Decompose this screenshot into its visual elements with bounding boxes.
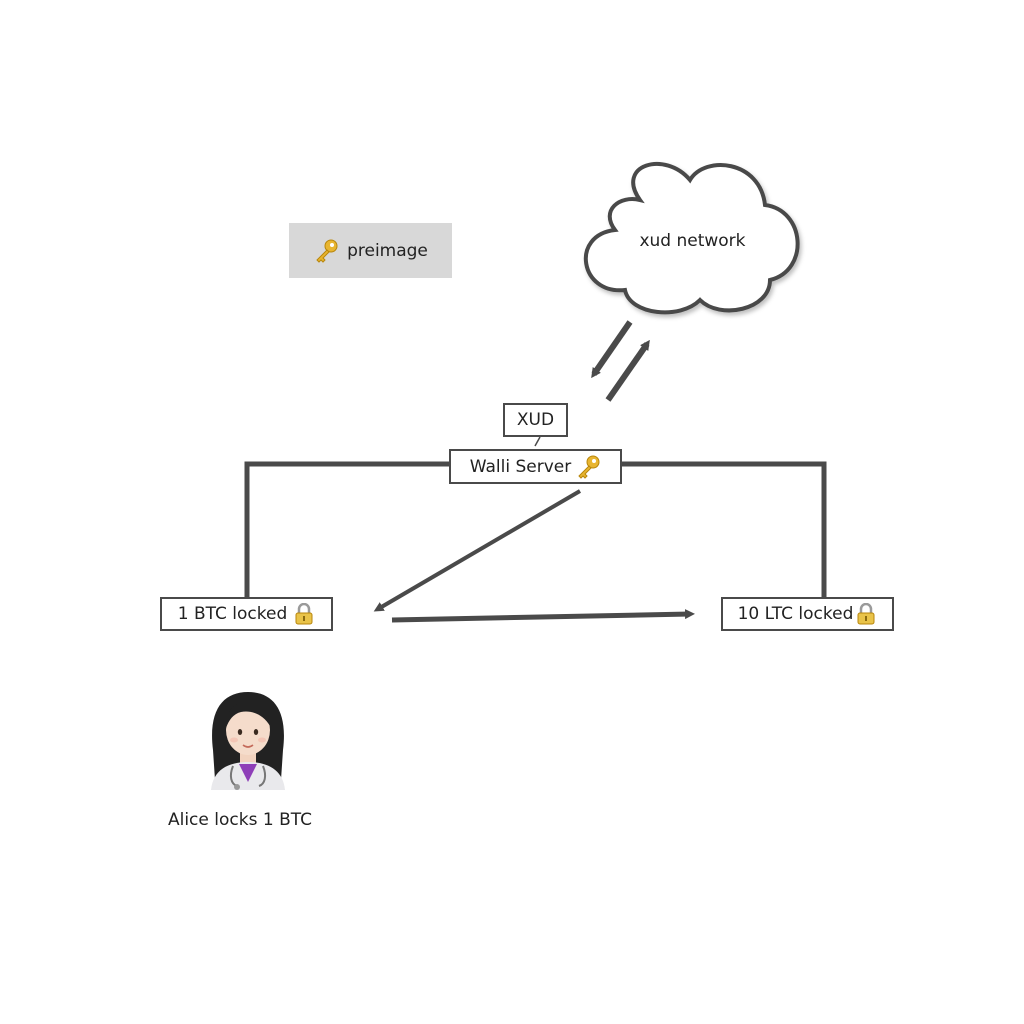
ltc-lock-box: 10 LTC locked [721, 597, 894, 631]
walli-server-label: Walli Server [469, 456, 572, 477]
btc-lock-label: 1 BTC locked [177, 604, 288, 624]
btc-lock-box: 1 BTC locked [160, 597, 333, 631]
key-icon [578, 455, 600, 479]
network-label: xud network [639, 231, 746, 251]
doctor-woman-icon [211, 692, 285, 790]
walli-server-box: Walli Server [449, 449, 622, 484]
key-icon [316, 239, 338, 263]
ltc-lock-label: 10 LTC locked [737, 604, 854, 624]
network-cloud [583, 162, 800, 315]
preimage-box: preimage [289, 223, 452, 278]
preimage-label: preimage [347, 240, 428, 261]
alice-caption: Alice locks 1 BTC [167, 810, 312, 830]
xud-walli-connector [534, 436, 541, 447]
lock-icon [295, 603, 313, 625]
line-server-to-ltc [621, 461, 827, 598]
xud-box: XUD [503, 403, 568, 437]
line-server-to-btc [244, 461, 450, 598]
lock-icon [857, 603, 875, 625]
arrow-server-to-network [605, 339, 650, 402]
arrow-btc-to-ltc [391, 609, 695, 623]
xud-label: XUD [516, 410, 555, 430]
arrow-server-to-btc [373, 489, 582, 612]
arrow-network-to-server [591, 320, 633, 379]
